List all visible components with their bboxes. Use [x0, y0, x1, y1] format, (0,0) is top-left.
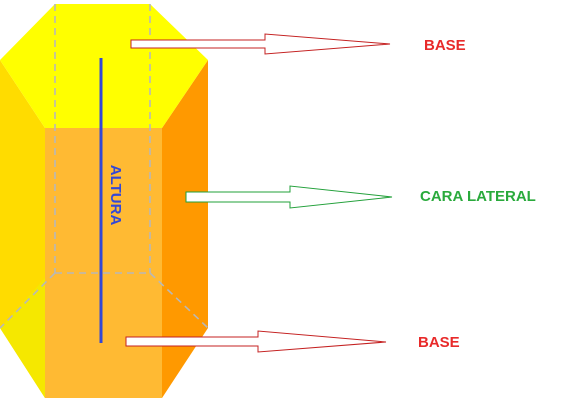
lateral-face-arrow — [185, 185, 393, 209]
bottom-base-label: BASE — [418, 334, 460, 351]
prism-top-base — [0, 4, 208, 128]
lateral-face-label: CARA LATERAL — [420, 188, 536, 205]
hidden-edges — [0, 4, 209, 329]
prism-front-face — [45, 128, 162, 398]
prism-right-face — [162, 60, 208, 398]
height-label: ALTURA — [107, 165, 124, 226]
prism-bottom-left-face — [0, 278, 45, 398]
bottom-base-arrow — [125, 330, 387, 353]
top-base-arrow — [130, 33, 391, 55]
top-base-label: BASE — [424, 37, 466, 54]
